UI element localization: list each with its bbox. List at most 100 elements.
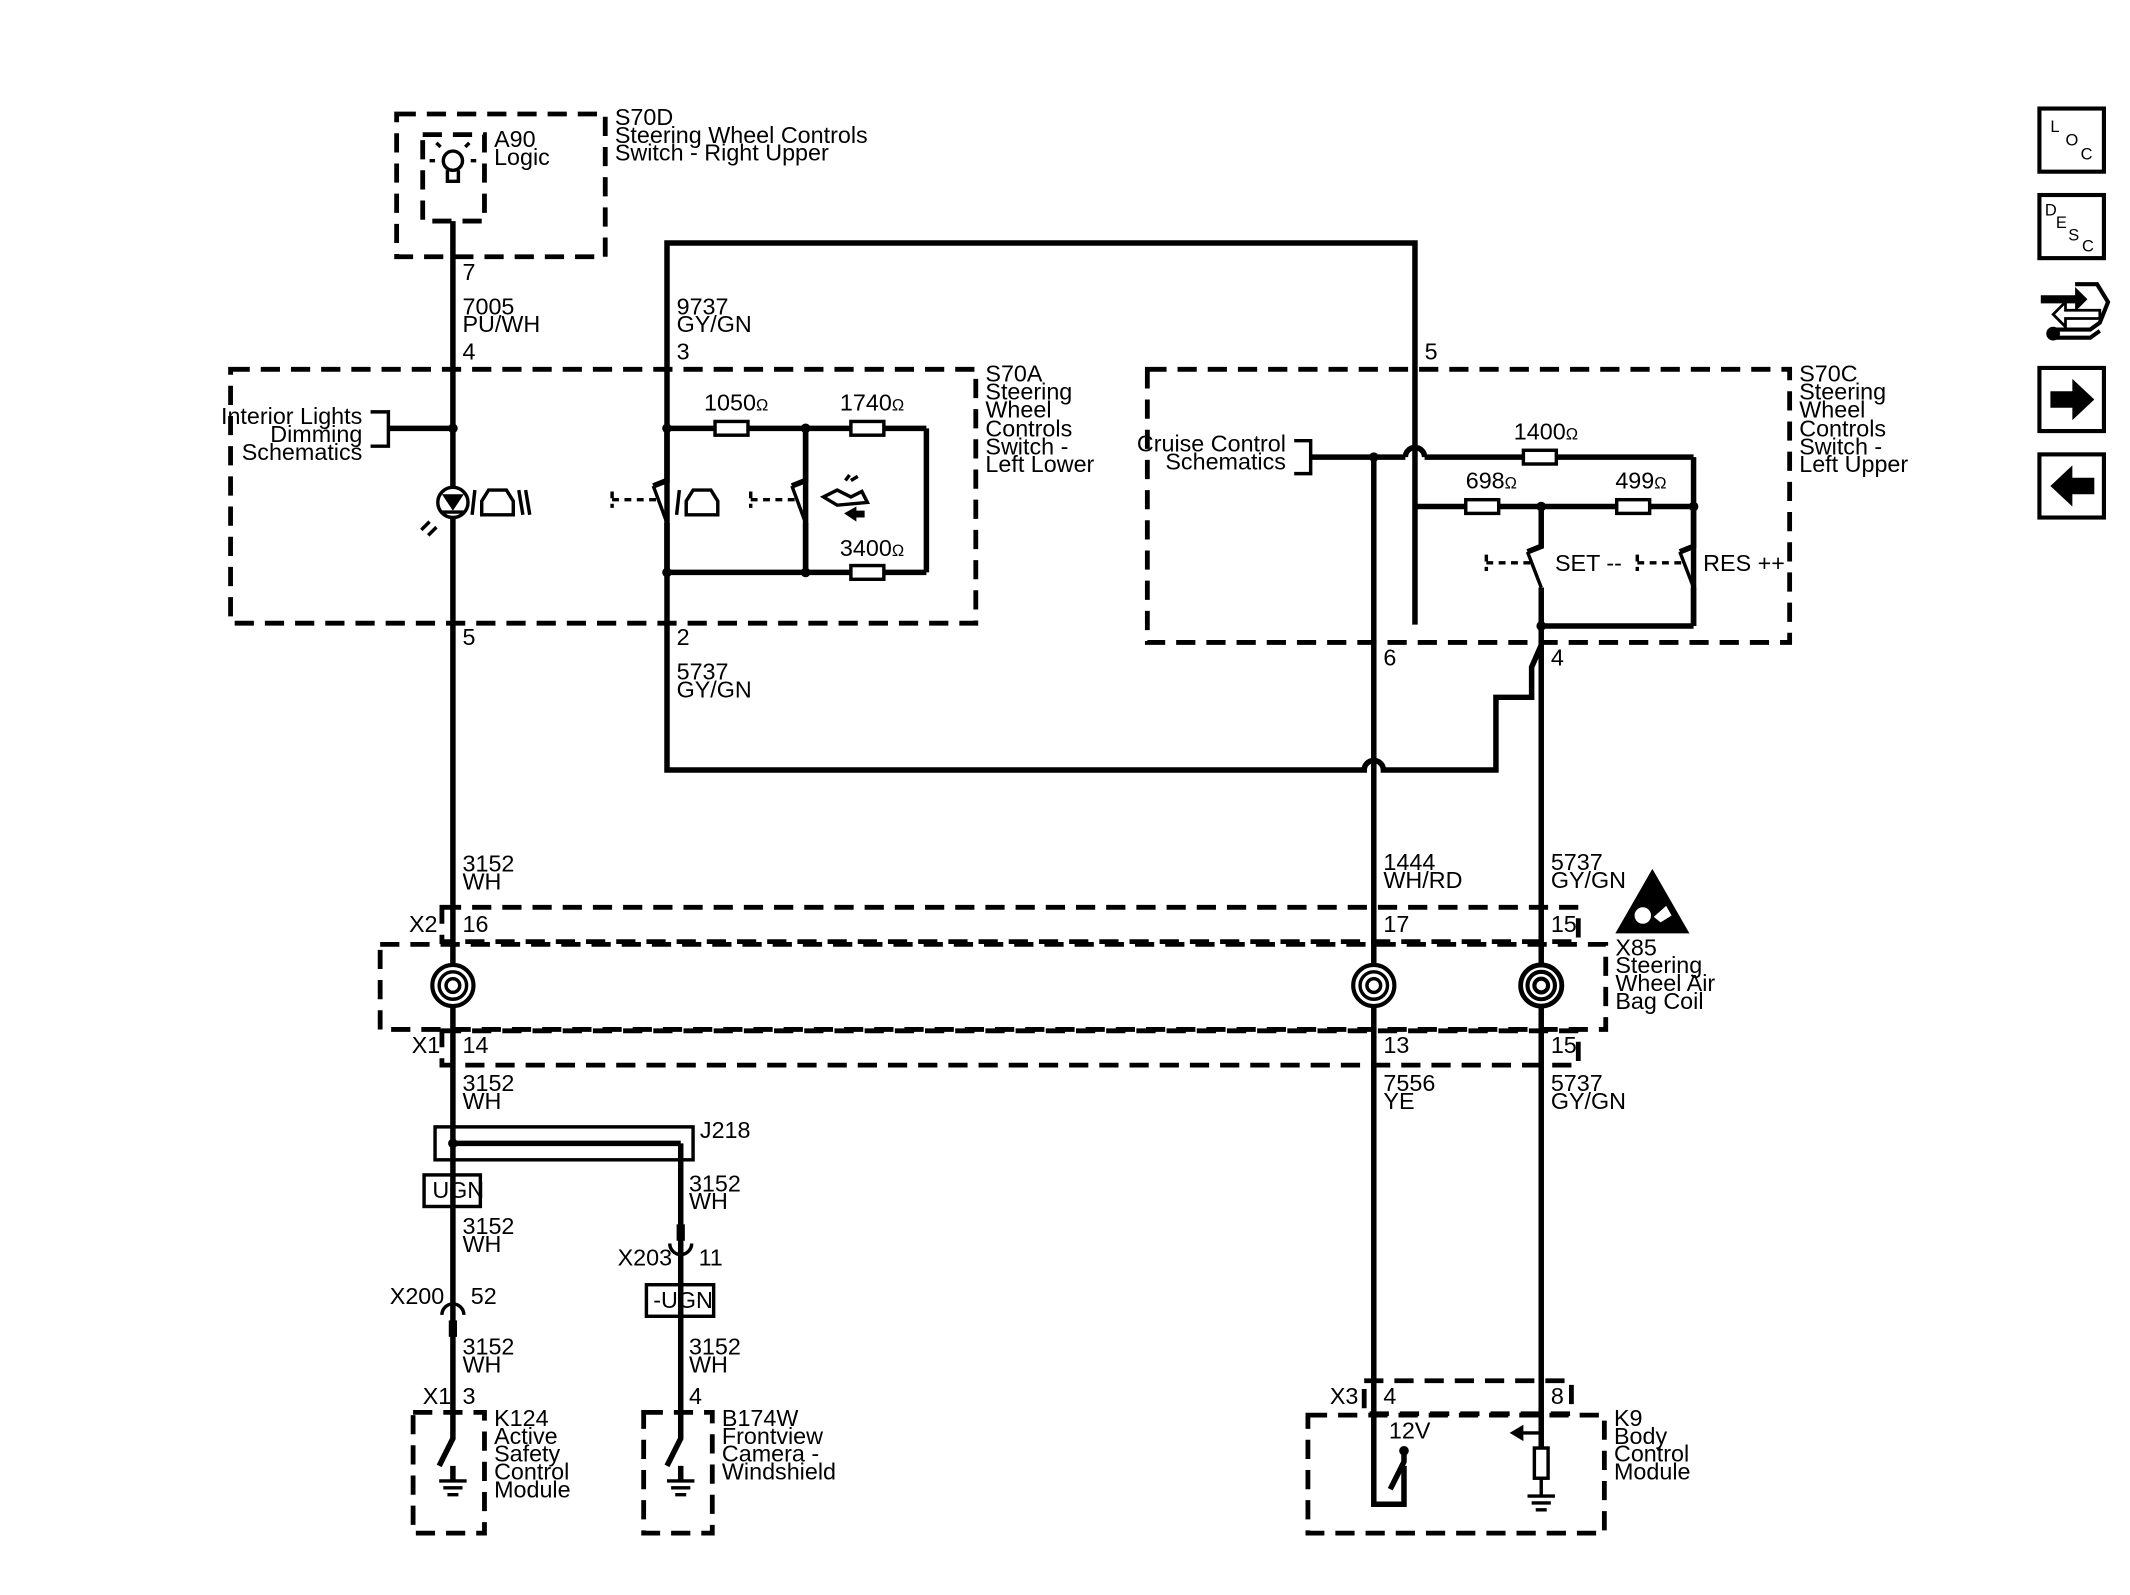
- s70a-name: Switch -: [985, 433, 1068, 459]
- s70a-switch-1: [652, 428, 670, 573]
- resistor-1740: [849, 419, 886, 437]
- resistor-3400: [849, 563, 886, 582]
- s70a-name: Left Lower: [985, 451, 1094, 477]
- k9-output-icon: [1509, 1424, 1555, 1512]
- circuit-number: 3152: [463, 1213, 515, 1239]
- circuit-number: 5737: [1551, 1070, 1603, 1096]
- k124-name: Safety: [494, 1441, 560, 1467]
- b174w-name: Camera -: [722, 1441, 819, 1467]
- x85-name: Bag Coil: [1615, 988, 1703, 1014]
- circuit-color: WH: [463, 1231, 502, 1257]
- pin-label: 5: [463, 624, 476, 650]
- s70c-box: [1144, 366, 1793, 645]
- x85-name: Steering: [1615, 952, 1702, 978]
- junction-dot: [448, 423, 458, 434]
- pin-label: 2: [677, 624, 690, 650]
- a90-box: [420, 132, 487, 224]
- pin-label: 4: [463, 339, 476, 365]
- connector-wrench-icon[interactable]: [2040, 282, 2111, 341]
- s70c-res-blade: [1678, 551, 1696, 589]
- resistor-1400: [1521, 448, 1559, 466]
- s70c-name: Wheel: [1799, 396, 1865, 422]
- ground-switch-icon: [664, 1412, 695, 1497]
- junction-dot: [662, 567, 672, 578]
- pin-label: 17: [1383, 911, 1409, 937]
- s70c-set-switch: [1526, 506, 1544, 626]
- junction-dot: [448, 1138, 458, 1149]
- a90-name: Logic: [494, 144, 550, 170]
- circuit-color: YE: [1383, 1088, 1414, 1114]
- connector-label: X200: [390, 1283, 445, 1309]
- s70a-name: Steering: [985, 378, 1072, 404]
- s70a-switch-2-blade: [790, 485, 808, 524]
- junction-dot: [1536, 501, 1547, 512]
- loc-letter: L: [2050, 118, 2059, 136]
- next-arrow-button[interactable]: [2037, 365, 2106, 434]
- x85-name: Wheel Air: [1615, 970, 1715, 996]
- k9-voltage-label: 12V: [1389, 1417, 1431, 1443]
- prev-arrow-button[interactable]: [2037, 452, 2106, 520]
- desc-letter: D: [2045, 202, 2057, 220]
- desc-button[interactable]: D E S C: [2037, 192, 2106, 261]
- s70c-name: Controls: [1799, 416, 1886, 442]
- circuit-number: 5737: [677, 658, 729, 684]
- resistor-label: 499Ω: [1615, 468, 1666, 494]
- k124-name: Control: [494, 1459, 569, 1485]
- x85-x2-box: [439, 904, 1581, 945]
- pin-label: 4: [1551, 645, 1564, 671]
- pin-label: 14: [463, 1032, 489, 1058]
- s70a-box: [228, 366, 979, 626]
- b174w-name: Windshield: [722, 1459, 836, 1485]
- k9-box: [1305, 1412, 1607, 1536]
- resistor-label: 1050Ω: [704, 389, 768, 415]
- desc-letter: C: [2082, 237, 2094, 255]
- s70a-name: Wheel: [985, 396, 1051, 422]
- b174w-name: Frontview: [722, 1423, 823, 1449]
- interior-lights-ref: Dimming: [270, 421, 362, 447]
- right-arrow-icon: [2050, 378, 2095, 421]
- b174w-ref: B174W: [722, 1405, 799, 1431]
- pin-label: 52: [471, 1283, 497, 1309]
- connector-label: X1: [412, 1032, 441, 1058]
- s70d-name-line2: Switch - Right Upper: [615, 140, 829, 166]
- connector-label: X203: [618, 1244, 672, 1270]
- s70a-actuator-2: [748, 491, 798, 508]
- s70c-res-actuator: [1635, 554, 1686, 572]
- pin-label: 7: [463, 259, 476, 285]
- k9-name: Control: [1614, 1441, 1689, 1467]
- s70a-name: Controls: [985, 416, 1072, 442]
- circuit-color: WH/RD: [1383, 867, 1462, 893]
- circuit-color: PU/WH: [463, 311, 541, 337]
- k124-ref: K124: [494, 1405, 549, 1431]
- cruise-bracket: [1294, 438, 1313, 476]
- resistor-label: 1740Ω: [840, 389, 904, 415]
- set-switch-label: SET --: [1555, 550, 1622, 576]
- left-arrow-icon: [2050, 465, 2095, 507]
- headlamp-car-icon: [470, 488, 532, 517]
- k9-input-switch-icon: [1387, 1450, 1407, 1491]
- s70c-name: Steering: [1799, 378, 1886, 404]
- k9-name: Body: [1614, 1423, 1668, 1449]
- k9-name: Module: [1614, 1459, 1691, 1485]
- pin-label: 16: [463, 911, 489, 937]
- connector-label: X1: [423, 1383, 452, 1409]
- ugn-option-box: [422, 1173, 483, 1209]
- interior-lights-ref: Schematics: [242, 439, 363, 465]
- loc-button[interactable]: L O C: [2037, 106, 2106, 174]
- circuit-color: WH: [463, 1352, 502, 1378]
- connector-label: X2: [409, 911, 438, 937]
- bulb-icon: [429, 141, 477, 183]
- x85-x1-box: [439, 1028, 1581, 1068]
- resistor-1050: [713, 419, 750, 437]
- interior-lights-ref: Interior Lights: [221, 403, 362, 429]
- not-ugn-label: -UGN: [653, 1287, 713, 1313]
- s70c-ref: S70C: [1799, 361, 1857, 387]
- circuit-color: WH: [463, 1088, 502, 1114]
- k9-ref: K9: [1614, 1405, 1643, 1431]
- pin-label: 8: [1551, 1383, 1564, 1409]
- cruise-hop: [1402, 444, 1428, 458]
- circuit-color: GY/GN: [677, 311, 752, 337]
- pin-label: 6: [1383, 645, 1396, 671]
- circuit-color: WH: [689, 1352, 728, 1378]
- desc-letter: E: [2056, 214, 2067, 232]
